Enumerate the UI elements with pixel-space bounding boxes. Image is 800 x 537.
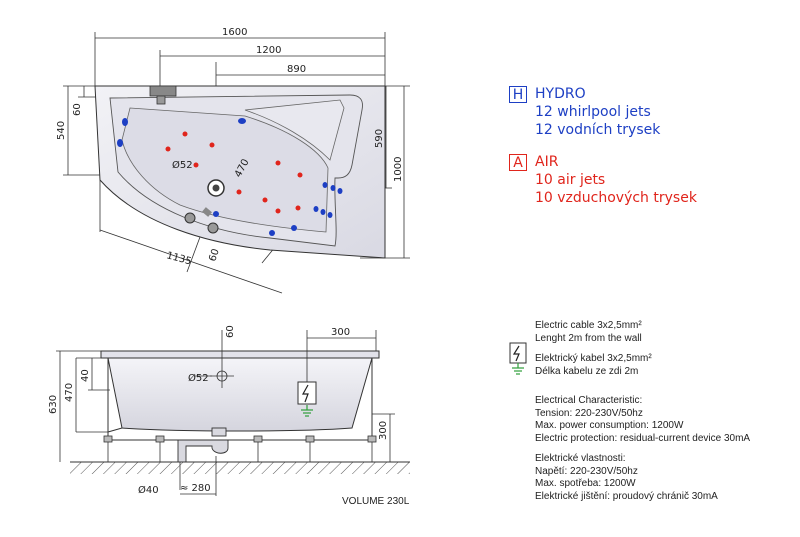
jets-legend: H HYDRO 12 whirlpool jets 12 vodních try… (509, 85, 697, 219)
dim-470-side: 470 (64, 383, 75, 402)
hydro-title: HYDRO (535, 86, 586, 102)
electrical-specs: Electrical Characteristic: Tension: 220-… (535, 395, 750, 511)
dim-540: 540 (56, 121, 67, 140)
air-jets (165, 131, 303, 214)
dim-60-side: 60 (225, 325, 236, 338)
hydro-line1: 12 whirlpool jets (535, 104, 651, 120)
air-line1: 10 air jets (535, 172, 606, 188)
dim-1600: 1600 (222, 27, 247, 38)
control-knob-icon (184, 212, 196, 224)
dim-40: 40 (80, 369, 91, 382)
hydro-jets (117, 118, 343, 236)
cable-cz-1: Elektrický kabel 3x2,5mm² (535, 353, 652, 364)
spec-cz-power: Max. spotřeba: 1200W (535, 478, 636, 489)
spec-en: Electrical Characteristic: Tension: 220-… (535, 395, 750, 445)
spec-cz-title: Elektrické vlastnosti: (535, 453, 626, 464)
electric-box-icon (297, 381, 317, 405)
spec-en-power: Max. power consumption: 1200W (535, 420, 684, 431)
volume-label: VOLUME 230L (342, 496, 410, 507)
air-title: AIR (535, 154, 559, 170)
dim-1200: 1200 (256, 45, 281, 56)
side-drain-label: Ø52 (188, 372, 209, 384)
air-badge-icon: A (509, 154, 527, 171)
electric-symbol-icon (509, 342, 527, 375)
dim-60-left: 60 (72, 103, 83, 116)
cable-cz-2: Délka kabelu ze zdi 2m (535, 365, 639, 377)
dim-1000: 1000 (393, 157, 404, 182)
dim-630: 630 (48, 395, 59, 414)
waste-label: Ø40 (138, 484, 159, 496)
dim-1135: 1135 (165, 250, 192, 267)
hydro-badge-icon: H (509, 86, 527, 103)
air-line2: 10 vzduchových trysek (535, 190, 697, 206)
electric-cable-info: Electric cable 3x2,5mm² Lenght 2m from t… (509, 320, 652, 378)
dim-300-right: 300 (378, 421, 389, 440)
spec-cz: Elektrické vlastnosti: Napětí: 220-230V/… (535, 453, 750, 503)
spec-cz-tension: Napětí: 220-230V/50hz (535, 465, 638, 477)
dim-590: 590 (374, 129, 385, 148)
faucet-icon (149, 85, 177, 97)
plan-drain-label: Ø52 (172, 159, 193, 171)
dim-890: 890 (287, 64, 306, 75)
air-legend: A AIR 10 air jets 10 vzduchových trysek (509, 153, 697, 207)
spec-en-title: Electrical Characteristic: (535, 395, 643, 406)
control-knob-icon (207, 222, 219, 234)
waste-distance: ≈ 280 (180, 483, 211, 494)
spec-en-protection: Electric protection: residual-current de… (535, 432, 751, 444)
side-view (56, 330, 410, 496)
spec-en-tension: Tension: 220-230V/50hz (535, 407, 643, 419)
cable-en-2: Lenght 2m from the wall (535, 332, 642, 344)
hydro-line2: 12 vodních trysek (535, 122, 661, 138)
spec-cz-protection: Elektrické jištění: proudový chránič 30m… (535, 490, 718, 502)
cable-en-1: Electric cable 3x2,5mm² (535, 320, 642, 331)
hydro-legend: H HYDRO 12 whirlpool jets 12 vodních try… (509, 85, 697, 139)
dim-60-bottom: 60 (207, 247, 221, 263)
dim-300-top: 300 (331, 327, 350, 338)
